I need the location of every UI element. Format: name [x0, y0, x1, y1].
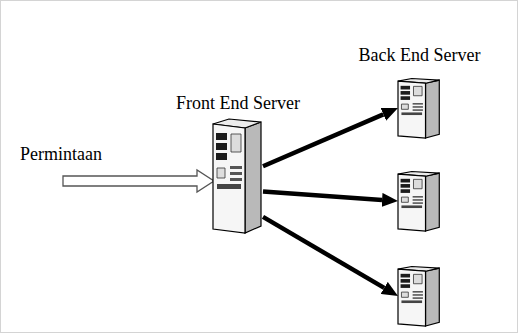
server-node: Front End Server	[213, 118, 263, 233]
server-node	[398, 266, 441, 326]
request-label: Permintaan	[20, 144, 102, 165]
server-label: Front End Server	[176, 93, 300, 114]
server-icon	[398, 266, 441, 326]
server-node: Back End Server	[398, 78, 441, 138]
request-arrow	[63, 170, 214, 192]
server-icon	[398, 78, 441, 138]
server-icon	[398, 171, 441, 231]
connector-arrow	[263, 114, 383, 166]
connector-arrow	[263, 192, 382, 200]
connector-arrow	[263, 217, 384, 288]
server-node	[398, 171, 441, 231]
server-label: Back End Server	[359, 45, 481, 66]
server-icon	[213, 118, 263, 233]
